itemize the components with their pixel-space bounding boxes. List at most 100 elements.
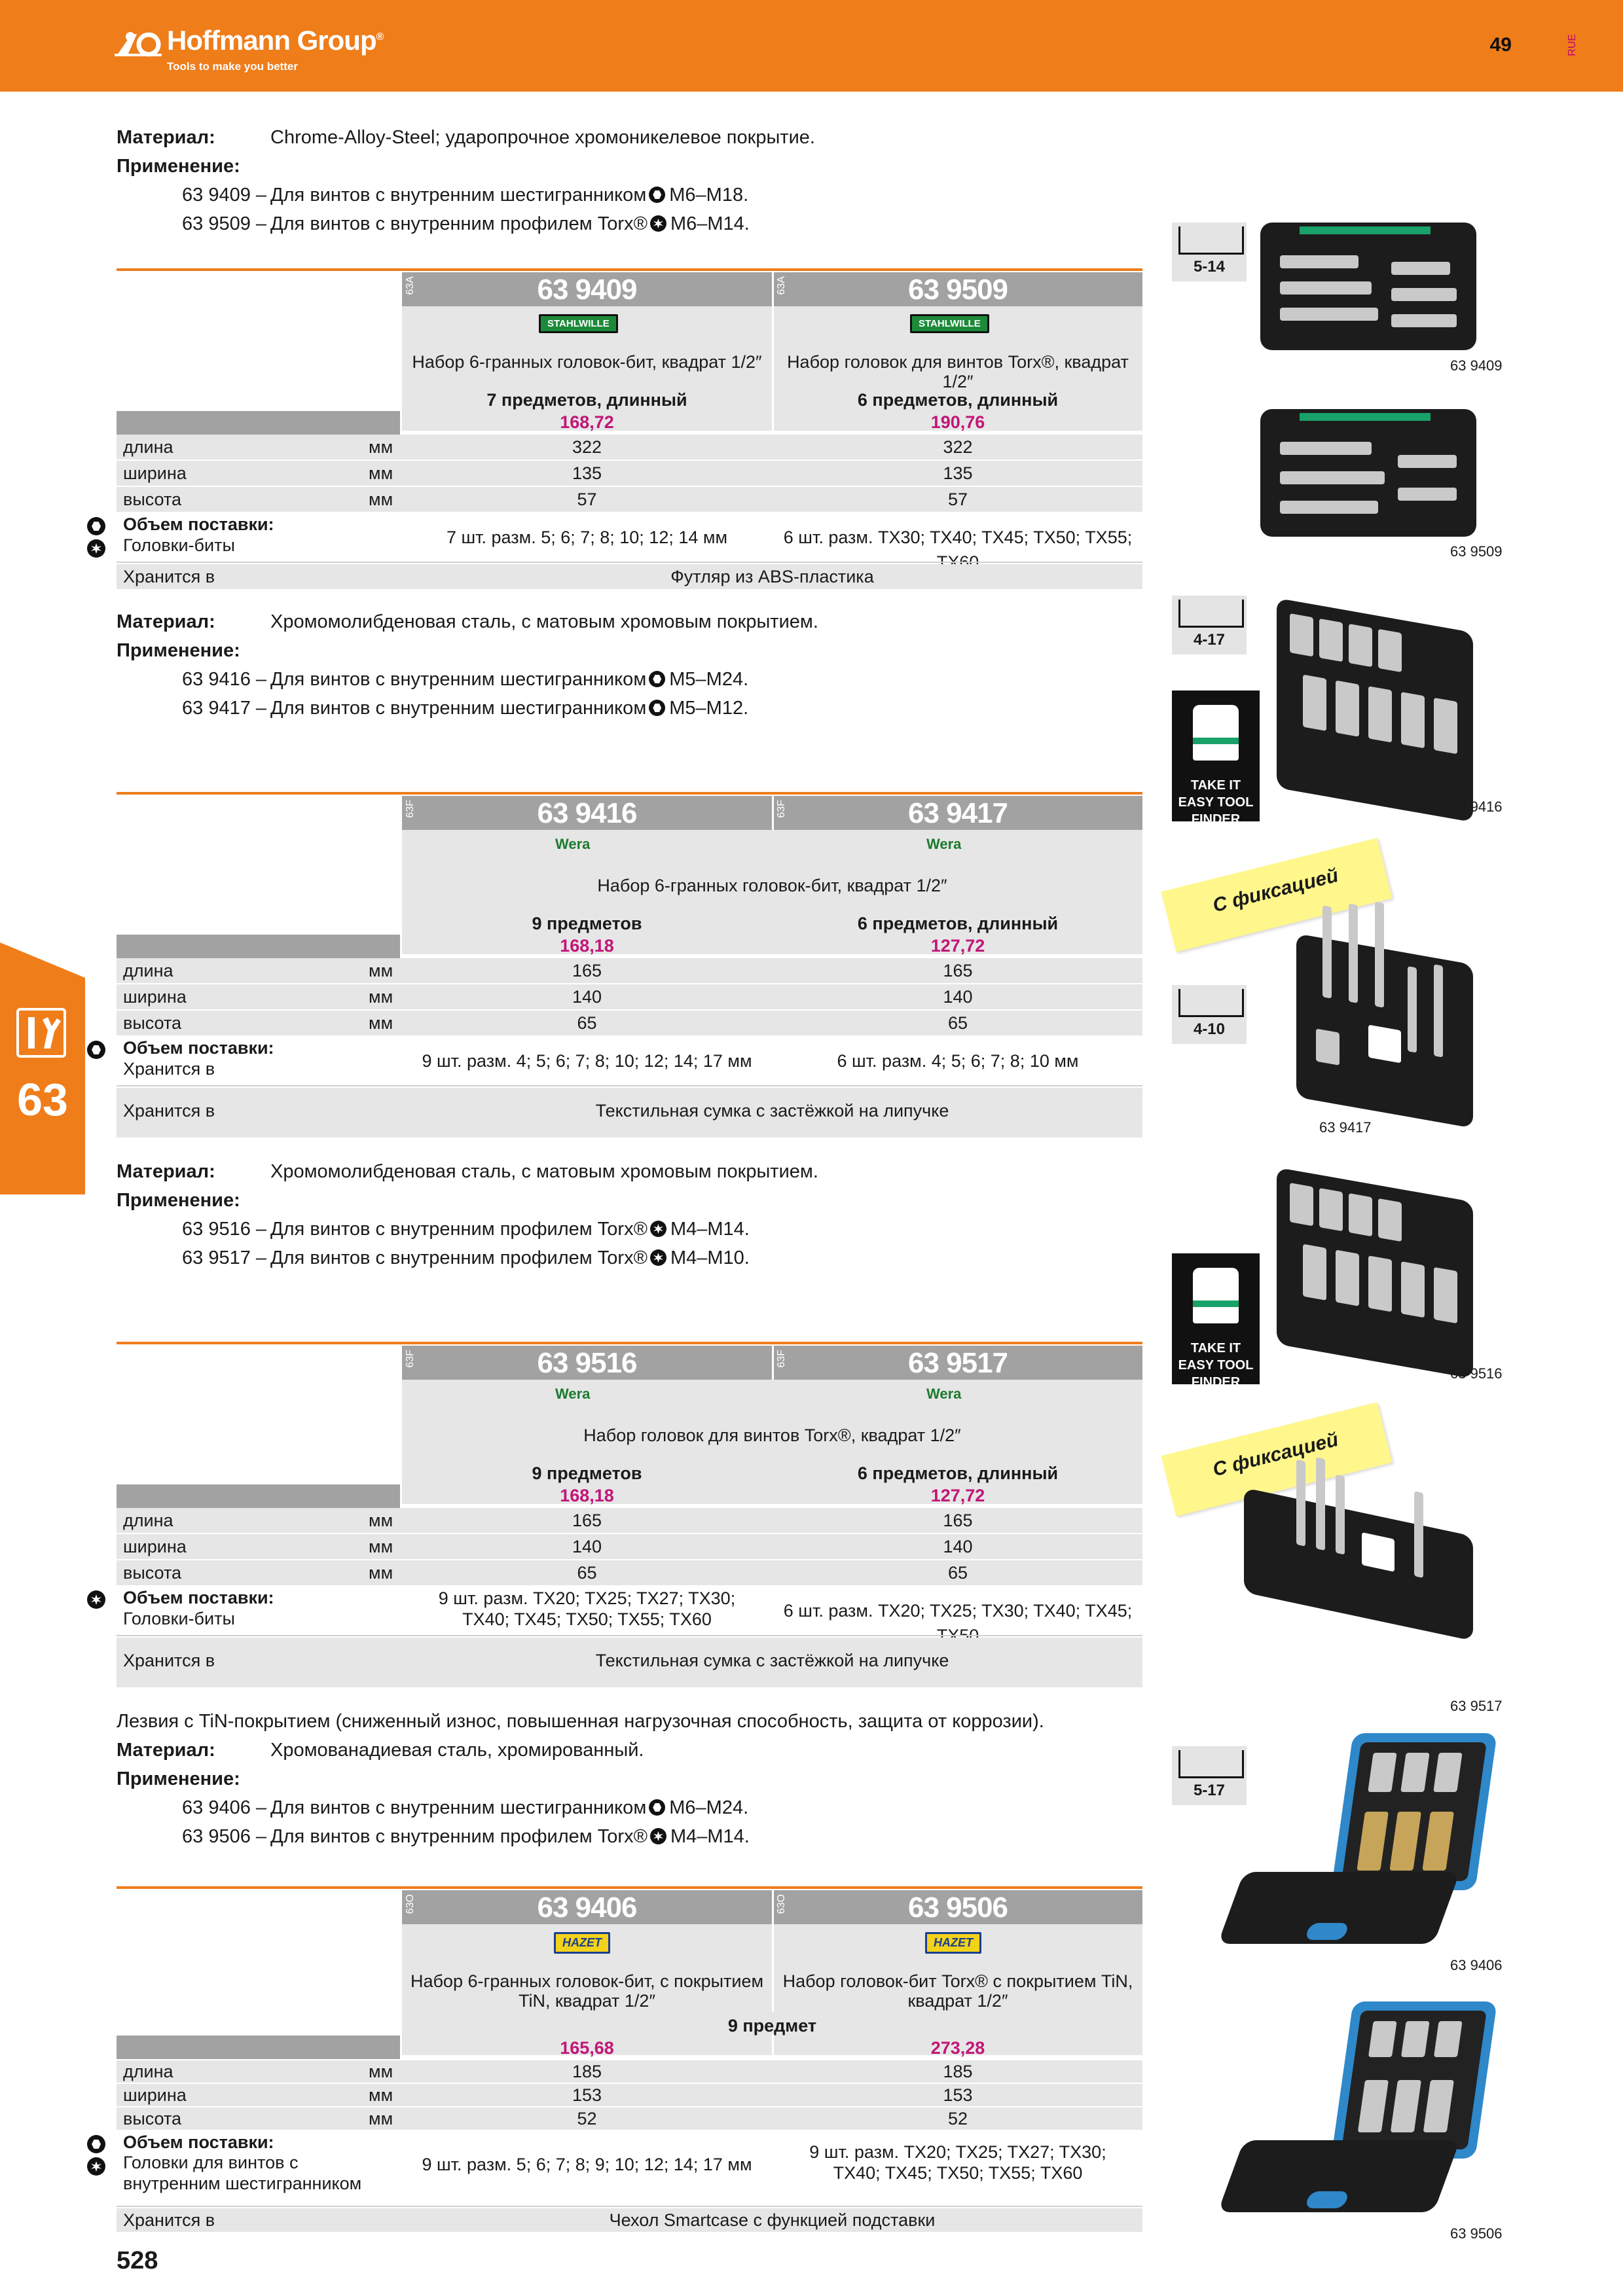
case-lid: [1217, 2140, 1461, 2212]
product-table-4: 63O 63 9406 63O 63 9506 HAZET HAZET Набо…: [87, 1886, 1142, 2246]
hex-socket-icon: [87, 517, 105, 535]
torx-icon: [87, 539, 105, 558]
price: 127,72: [930, 1486, 985, 1505]
socket-profile-icon: [1178, 600, 1244, 628]
product-code: 63 9517: [907, 1347, 1008, 1379]
app-code: 63 9516 –: [182, 1219, 267, 1240]
app-code: 63 9509 –: [182, 213, 267, 234]
logo-name: Hoffmann Group: [167, 25, 377, 56]
application-label: Применение:: [117, 640, 240, 661]
case-latch: [1304, 1923, 1350, 1940]
price: 165,68: [560, 2038, 614, 2058]
torx-icon: [649, 1249, 666, 1266]
app-code: 63 9506 –: [182, 1826, 267, 1847]
catalog-page-number: 49: [1489, 34, 1512, 56]
logo-reg: ®: [376, 31, 384, 43]
header-bar: Hoffmann Group® Tools to make you better…: [0, 0, 1623, 92]
product-desc: Набор 6-гранных головок-бит, квадрат 1/2…: [597, 876, 947, 895]
brand-logo: STAHLWILLE: [910, 314, 989, 333]
product-desc: Набор головок для винтов Torx®, квадрат …: [583, 1426, 961, 1445]
product-desc: Набор 6-гранных головок-бит, квадрат 1/2…: [412, 352, 762, 372]
tools-icon: [16, 1008, 66, 1058]
coating-note: Лезвия с TiN-покрытием (сниженный износ,…: [117, 1711, 1044, 1732]
torx-icon: [649, 1828, 666, 1844]
hex-socket-icon: [87, 2135, 105, 2153]
app-text: Для винтов с внутренним профилем Torx®: [270, 1247, 647, 1268]
hoffmann-logo-icon: [115, 32, 162, 57]
case-latch: [1304, 2191, 1350, 2208]
tool-finder-icon: [1193, 705, 1239, 761]
image-caption: 63 9509: [1450, 543, 1503, 560]
product-count: 9 предметов: [532, 914, 642, 933]
product-code: 63 9409: [537, 274, 637, 306]
app-range: M6–M14.: [670, 213, 750, 234]
product-code: 63 9416: [537, 797, 637, 829]
product-count: 9 предметов: [532, 1463, 642, 1483]
product-code: 63 9417: [907, 797, 1008, 829]
col-header: 63F 63 9417: [773, 796, 1142, 830]
image-caption: 63 9417: [1319, 1119, 1372, 1136]
application-label: Применение:: [117, 156, 240, 177]
material-label: Материал:: [117, 1161, 215, 1182]
material-label: Материал:: [117, 127, 215, 148]
app-code: 63 9416 –: [182, 669, 267, 690]
brand-logo: HAZET: [925, 1932, 981, 1954]
product-image-639416: [1277, 598, 1473, 823]
section-4: Лезвия с TiN-покрытием (сниженный износ,…: [87, 1707, 1151, 2232]
app-range: M4–M10.: [670, 1247, 750, 1268]
app-code: 63 9406 –: [182, 1797, 267, 1818]
section-3: Материал: Хромомолибденовая сталь, с мато…: [87, 1157, 1151, 1687]
hex-socket-icon: [649, 1799, 666, 1816]
section-4-intro: Лезвия с TiN-покрытием (сниженный износ,…: [117, 1707, 1151, 1851]
application-label: Применение:: [117, 1768, 240, 1789]
price: 190,76: [930, 412, 985, 432]
price: 168,72: [560, 412, 614, 432]
image-caption: 63 9416: [1450, 798, 1503, 815]
app-text: Для винтов с внутренним шестигранником: [270, 185, 647, 206]
brand-logo: Wera: [926, 1386, 962, 1402]
col-header: 63F 63 9517: [773, 1346, 1142, 1380]
col-header: 63F 63 9416: [402, 796, 772, 830]
hex-socket-icon: [649, 187, 666, 203]
material-value: Хромованадиевая сталь, хромированный.: [270, 1740, 644, 1761]
app-text: Для винтов с внутренним профилем Torx®: [270, 213, 647, 234]
brand-logo: STAHLWILLE: [539, 314, 618, 333]
app-text: Для винтов с внутренним шестигранником: [270, 669, 647, 690]
col-header: 63O 63 9506: [773, 1890, 1142, 1924]
section-2-intro: Материал:Хромомолибденовая сталь, с мато…: [117, 607, 1151, 723]
section-3-intro: Материал: Хромомолибденовая сталь, с мато…: [117, 1157, 1151, 1272]
tool-finder-icon: [1193, 1268, 1239, 1323]
product-image-639409: [1260, 223, 1476, 350]
image-caption: 63 9517: [1450, 1698, 1503, 1714]
hex-socket-icon: [649, 671, 666, 687]
torx-icon: [87, 2157, 105, 2176]
torx-icon: [649, 1221, 666, 1237]
col-header: 63A 63 9509: [773, 272, 1142, 306]
app-text: Для винтов с внутренним профилем Torx®: [270, 1219, 647, 1240]
product-table-2: 63F 63 9416 63F 63 9417 Wera Wera Набор …: [87, 792, 1142, 1139]
product-code: 63 9406: [537, 1892, 637, 1924]
case-lid: [1217, 1872, 1461, 1944]
product-count: 6 предметов, длинный: [857, 390, 1059, 410]
socket-profile-icon: [1178, 989, 1244, 1017]
product-image-639516: [1277, 1167, 1473, 1379]
material-label: Материал:: [117, 611, 215, 632]
product-count: 7 предметов, длинный: [486, 390, 687, 410]
spec-row-scope: Объем поставки: Головки-биты 7 шт. разм.…: [87, 514, 1142, 572]
material-value: Хромомолибденовая сталь, с матовым хромо…: [270, 1161, 818, 1182]
image-caption: 63 9409: [1450, 357, 1503, 374]
app-range: M4–M14.: [670, 1826, 750, 1847]
brand-logo: Wera: [555, 1386, 591, 1402]
app-text: Для винтов с внутренним профилем Torx®: [270, 1826, 647, 1847]
product-image-639506: [1331, 2001, 1497, 2159]
product-desc: Набор 6-гранных головок-бит, с покрытием…: [410, 1971, 764, 2011]
